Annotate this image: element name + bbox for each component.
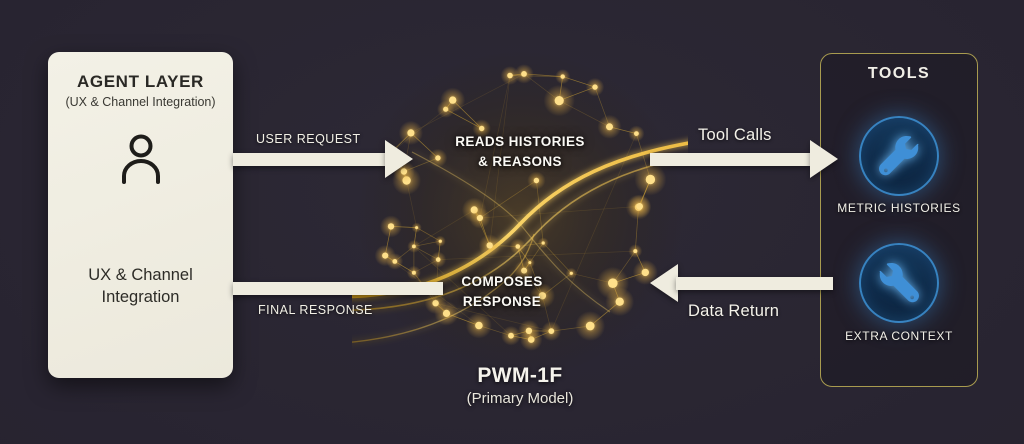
- agent-layer-subtitle: (UX & Channel Integration): [65, 95, 216, 109]
- user-request-arrow-bar: [233, 153, 385, 166]
- user-request-label: USER REQUEST: [256, 132, 361, 146]
- tool-calls-label: Tool Calls: [698, 126, 772, 144]
- data-return-arrow-bar: [676, 277, 833, 290]
- user-request-arrowhead-icon: [385, 140, 413, 178]
- agent-layer-panel: AGENT LAYER (UX & Channel Integration) U…: [48, 52, 233, 378]
- model-subtitle: (Primary Model): [466, 390, 574, 407]
- network-graph-art: [352, 50, 688, 378]
- agent-layer-title: AGENT LAYER: [77, 72, 204, 91]
- extra-context-wrench-icon: [859, 243, 939, 323]
- extra-context-label: EXTRA CONTEXT: [845, 329, 953, 343]
- metric-histories-wrench-icon: [859, 116, 939, 196]
- tools-title: TOOLS: [867, 65, 931, 82]
- final-response-label: FINAL RESPONSE: [258, 303, 373, 317]
- data-return-arrowhead-icon: [650, 264, 678, 302]
- tool-calls-arrowhead-icon: [810, 140, 838, 178]
- model-name: PWM-1F: [477, 364, 563, 387]
- model-reads-label: READS HISTORIES& REASONS: [455, 134, 585, 169]
- final-response-arrow-bar: [233, 282, 443, 295]
- data-return-label: Data Return: [688, 302, 780, 320]
- tools-panel: TOOLS METRIC HISTORIES EXTRA CONTEXT: [820, 53, 978, 387]
- person-icon: [48, 130, 233, 190]
- tool-calls-arrow-bar: [650, 153, 810, 166]
- metric-histories-label: METRIC HISTORIES: [837, 201, 961, 215]
